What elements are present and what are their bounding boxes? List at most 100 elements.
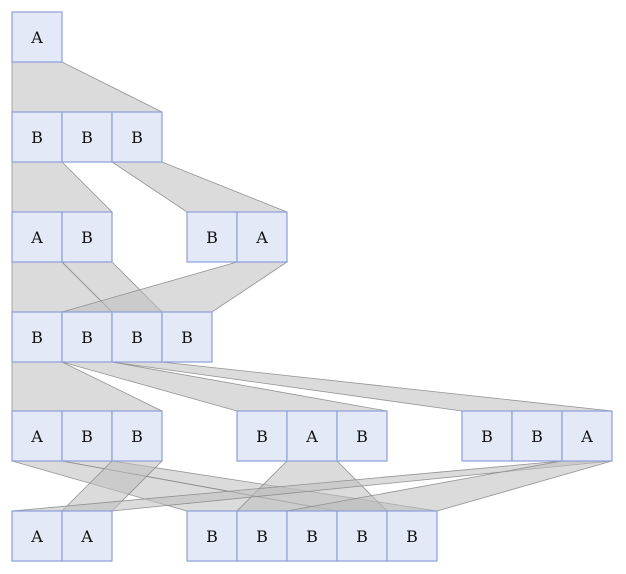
symbol-label: B bbox=[131, 328, 143, 347]
symbol-label: B bbox=[206, 527, 218, 546]
symbol-label: B bbox=[131, 427, 143, 446]
row-1-group-1: A bbox=[11, 11, 63, 63]
symbol-cell-box bbox=[61, 111, 113, 163]
symbol-label: B bbox=[256, 527, 268, 546]
symbol-cell-box bbox=[386, 510, 438, 562]
symbol-label: A bbox=[255, 228, 268, 247]
symbol-cell-box bbox=[61, 410, 113, 462]
symbol-label: B bbox=[356, 427, 368, 446]
symbol-label: B bbox=[356, 527, 368, 546]
symbol-label: A bbox=[30, 527, 43, 546]
symbol-cell-box bbox=[186, 510, 238, 562]
symbol-cell-box bbox=[11, 410, 63, 462]
symbol-label: A bbox=[30, 28, 43, 47]
connection-band bbox=[11, 61, 163, 113]
symbol-cell-box bbox=[61, 311, 113, 363]
symbol-cell-box bbox=[11, 211, 63, 263]
symbol-cell: B bbox=[186, 510, 238, 562]
symbol-cell: B bbox=[61, 211, 113, 263]
symbol-cell: B bbox=[186, 211, 238, 263]
symbol-cell-box bbox=[11, 11, 63, 63]
row-1: A bbox=[11, 11, 63, 63]
symbol-label: B bbox=[256, 427, 268, 446]
symbol-label: A bbox=[30, 228, 43, 247]
symbol-cell-box bbox=[236, 410, 288, 462]
symbol-cell: A bbox=[11, 211, 63, 263]
symbol-cell: B bbox=[111, 410, 163, 462]
symbol-label: B bbox=[31, 128, 43, 147]
symbol-label: B bbox=[131, 128, 143, 147]
symbol-cell-box bbox=[461, 410, 513, 462]
symbol-label: B bbox=[81, 228, 93, 247]
symbol-label: A bbox=[80, 527, 93, 546]
symbol-label: B bbox=[406, 527, 418, 546]
symbol-label: B bbox=[81, 128, 93, 147]
symbol-cell: B bbox=[286, 510, 338, 562]
symbol-label: A bbox=[30, 427, 43, 446]
symbol-cell: B bbox=[61, 311, 113, 363]
symbol-cell: A bbox=[11, 11, 63, 63]
symbol-cell-box bbox=[111, 111, 163, 163]
symbol-cell-box bbox=[11, 111, 63, 163]
symbol-cell: A bbox=[11, 410, 63, 462]
symbol-cell-box bbox=[336, 410, 388, 462]
symbol-cell-box bbox=[111, 410, 163, 462]
symbol-cell: B bbox=[336, 410, 388, 462]
symbol-cell: B bbox=[61, 410, 113, 462]
symbol-cell: A bbox=[286, 410, 338, 462]
symbol-cell: B bbox=[111, 311, 163, 363]
symbol-cell: A bbox=[236, 211, 288, 263]
symbol-cell: B bbox=[11, 311, 63, 363]
symbol-cell: A bbox=[11, 510, 63, 562]
symbol-cell: A bbox=[61, 510, 113, 562]
symbol-cell-box bbox=[236, 211, 288, 263]
symbol-cell-box bbox=[11, 311, 63, 363]
symbol-cell: B bbox=[461, 410, 513, 462]
symbol-cell: B bbox=[111, 111, 163, 163]
symbol-label: B bbox=[31, 328, 43, 347]
symbol-label: B bbox=[531, 427, 543, 446]
symbol-label: B bbox=[81, 328, 93, 347]
connection-band bbox=[110, 161, 288, 213]
symbol-cell: B bbox=[61, 111, 113, 163]
symbol-cell-box bbox=[186, 211, 238, 263]
connection-band bbox=[11, 161, 113, 213]
symbol-label: B bbox=[206, 228, 218, 247]
symbol-cell-box bbox=[111, 311, 163, 363]
symbol-cell: B bbox=[236, 410, 288, 462]
symbol-cell: B bbox=[511, 410, 563, 462]
symbol-label: B bbox=[481, 427, 493, 446]
symbol-cell: B bbox=[236, 510, 288, 562]
symbol-cell-box bbox=[511, 410, 563, 462]
symbol-label: A bbox=[305, 427, 318, 446]
symbol-cell: A bbox=[561, 410, 613, 462]
symbol-cell: B bbox=[11, 111, 63, 163]
symbol-cell: B bbox=[386, 510, 438, 562]
symbol-cell-box bbox=[561, 410, 613, 462]
symbol-cell-box bbox=[286, 410, 338, 462]
symbol-label: B bbox=[306, 527, 318, 546]
symbol-cell: B bbox=[161, 311, 213, 363]
symbol-label: A bbox=[580, 427, 593, 446]
symbol-cell-box bbox=[336, 510, 388, 562]
symbol-cell-box bbox=[61, 211, 113, 263]
symbol-cell-box bbox=[61, 510, 113, 562]
symbol-cell: B bbox=[336, 510, 388, 562]
symbol-label: B bbox=[81, 427, 93, 446]
